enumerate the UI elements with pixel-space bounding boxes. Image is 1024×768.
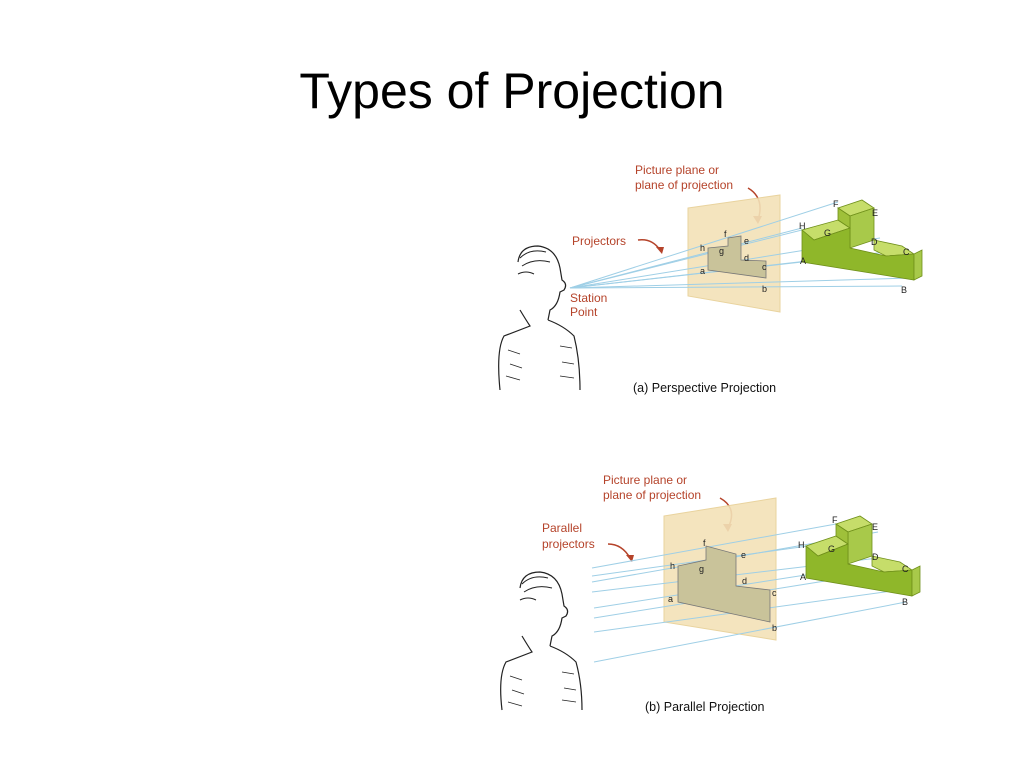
object-point-G: G	[828, 544, 835, 554]
object-point-A: A	[800, 256, 806, 266]
image-point-f: f	[703, 538, 706, 548]
station-point-label-line2: Point	[570, 305, 598, 319]
projectors-arrowhead	[656, 247, 664, 254]
perspective-diagram: Picture plane or plane of projection Pro…	[498, 163, 923, 395]
object-point-H: H	[799, 221, 806, 231]
image-point-e: e	[744, 236, 749, 246]
image-point-c: c	[762, 262, 767, 272]
object-point-A: A	[800, 572, 806, 582]
perspective-projection-figure: Picture plane or plane of projection Pro…	[490, 150, 940, 415]
parallel-projection-figure: Picture plane or plane of projection Par…	[490, 462, 940, 722]
object-point-C: C	[902, 564, 909, 574]
3d-object	[801, 199, 923, 281]
object-point-C: C	[903, 247, 910, 257]
object-point-B: B	[902, 597, 908, 607]
object-point-F: F	[833, 199, 839, 209]
parallel-projectors-arrowhead	[626, 555, 634, 562]
slide-title: Types of Projection	[299, 63, 725, 119]
image-point-h: h	[700, 243, 705, 253]
image-point-d: d	[744, 253, 749, 263]
callout-picture-plane-line2: plane of projection	[635, 178, 733, 192]
object-point-G: G	[824, 228, 831, 238]
parallel-projectors-arrow	[607, 543, 631, 559]
viewer-figure	[498, 245, 581, 391]
object-point-B: B	[901, 285, 907, 295]
image-point-h: h	[670, 561, 675, 571]
image-point-a: a	[668, 594, 673, 604]
3d-object	[805, 515, 921, 597]
object-point-E: E	[872, 522, 878, 532]
projected-image	[707, 235, 767, 279]
image-point-c: c	[772, 588, 777, 598]
parallel-diagram: Picture plane or plane of projection Par…	[500, 473, 921, 714]
image-point-f: f	[724, 229, 727, 239]
station-point-label-line1: Station	[570, 291, 607, 305]
image-point-e: e	[741, 550, 746, 560]
object-point-F: F	[832, 515, 838, 525]
image-point-a: a	[700, 266, 705, 276]
callout-picture-plane-line1: Picture plane or	[635, 163, 719, 177]
callout-parallel-projectors-line2: projectors	[542, 537, 595, 551]
object-point-E: E	[872, 208, 878, 218]
image-point-d: d	[742, 576, 747, 586]
projectors-arrow	[637, 238, 661, 251]
projected-image	[677, 545, 771, 623]
object-point-H: H	[798, 540, 805, 550]
callout-picture-plane-line2: plane of projection	[603, 488, 701, 502]
viewer-figure	[500, 571, 583, 711]
image-point-g: g	[699, 564, 704, 574]
caption-perspective: (a) Perspective Projection	[633, 381, 776, 395]
caption-parallel: (b) Parallel Projection	[645, 700, 765, 714]
object-point-D: D	[871, 237, 878, 247]
image-point-g: g	[719, 246, 724, 256]
callout-parallel-projectors-line1: Parallel	[542, 521, 582, 535]
callout-picture-plane-line1: Picture plane or	[603, 473, 687, 487]
image-point-b: b	[772, 623, 777, 633]
object-point-D: D	[872, 552, 879, 562]
image-point-b: b	[762, 284, 767, 294]
callout-projectors: Projectors	[572, 234, 626, 248]
